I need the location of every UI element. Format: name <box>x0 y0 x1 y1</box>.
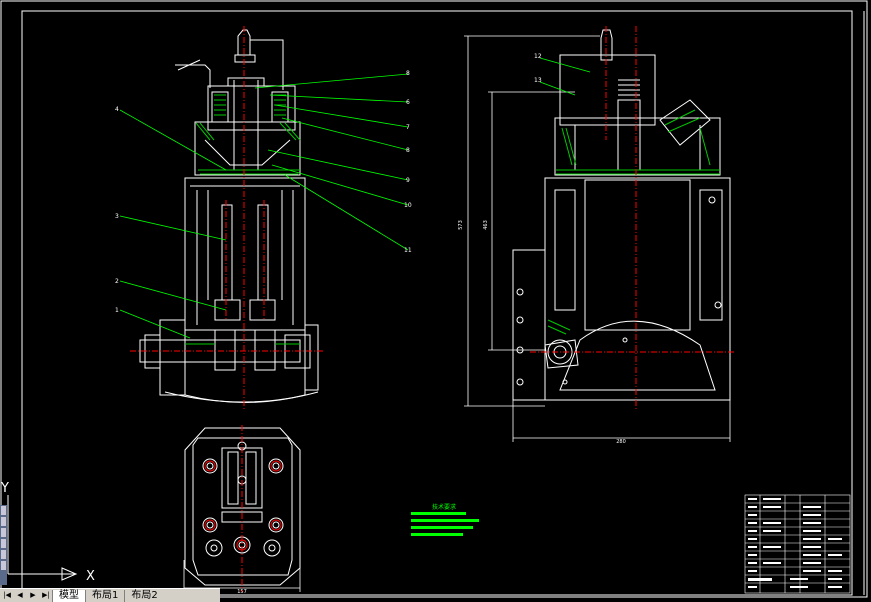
tab-model[interactable]: 模型 <box>52 589 85 602</box>
callout-1: 1 <box>115 307 119 314</box>
tool-button[interactable] <box>1 539 6 548</box>
side-view-hatch <box>547 109 720 335</box>
tool-button[interactable] <box>1 550 6 559</box>
tool-button[interactable] <box>1 528 6 537</box>
front-view-centerlines <box>130 26 325 410</box>
dim-height-outer: 573 <box>458 220 464 230</box>
tab-layout1[interactable]: 布局1 <box>85 589 124 602</box>
first-tab-icon[interactable]: |◀ <box>3 591 11 599</box>
callout-13: 13 <box>534 77 542 84</box>
side-view-centerlines <box>530 26 735 410</box>
left-toolbar[interactable] <box>0 505 7 585</box>
leader-lines <box>119 57 591 339</box>
title-block <box>744 494 851 594</box>
sheet-inner-border <box>21 10 853 596</box>
tech-requirements: 技术要求 <box>411 503 479 536</box>
front-view-hatch <box>185 94 301 345</box>
ucs-x-label: X <box>86 569 95 584</box>
callout-12: 12 <box>534 53 542 60</box>
callout-10: 10 <box>404 202 412 209</box>
tab-layout2[interactable]: 布局2 <box>124 589 163 602</box>
callout-11: 11 <box>404 247 412 254</box>
tech-requirements-title: 技术要求 <box>432 503 456 511</box>
callout-7: 7 <box>406 124 410 131</box>
callout-6: 6 <box>406 99 410 106</box>
ucs-y-label: Y <box>0 481 9 496</box>
tool-button[interactable] <box>1 506 6 515</box>
tool-button[interactable] <box>1 517 6 526</box>
layout-tab-bar: |◀ ◀ ▶ ▶| 模型 布局1 布局2 <box>0 588 220 602</box>
prev-tab-icon[interactable]: ◀ <box>17 591 23 599</box>
ucs-icon <box>7 495 78 581</box>
callout-2: 2 <box>115 278 119 285</box>
callout-8a: 8 <box>406 70 410 77</box>
callout-8b: 8 <box>406 147 410 154</box>
callout-labels: 4 3 2 1 8 6 7 8 9 10 11 12 13 <box>115 53 542 314</box>
front-section-view <box>139 29 319 403</box>
bottom-view-red-marks <box>204 425 282 592</box>
side-section-view <box>512 29 731 401</box>
tool-button[interactable] <box>1 561 6 570</box>
title-block-text-marks <box>748 498 842 588</box>
callout-4: 4 <box>115 106 119 113</box>
dim-width: 280 <box>616 439 626 445</box>
dimension-lines <box>183 35 731 592</box>
callout-3: 3 <box>115 213 119 220</box>
callout-9: 9 <box>406 177 410 184</box>
next-tab-icon[interactable]: ▶ <box>30 591 36 599</box>
dim-height-inner: 463 <box>483 220 489 230</box>
last-tab-icon[interactable]: ▶| <box>42 591 50 599</box>
